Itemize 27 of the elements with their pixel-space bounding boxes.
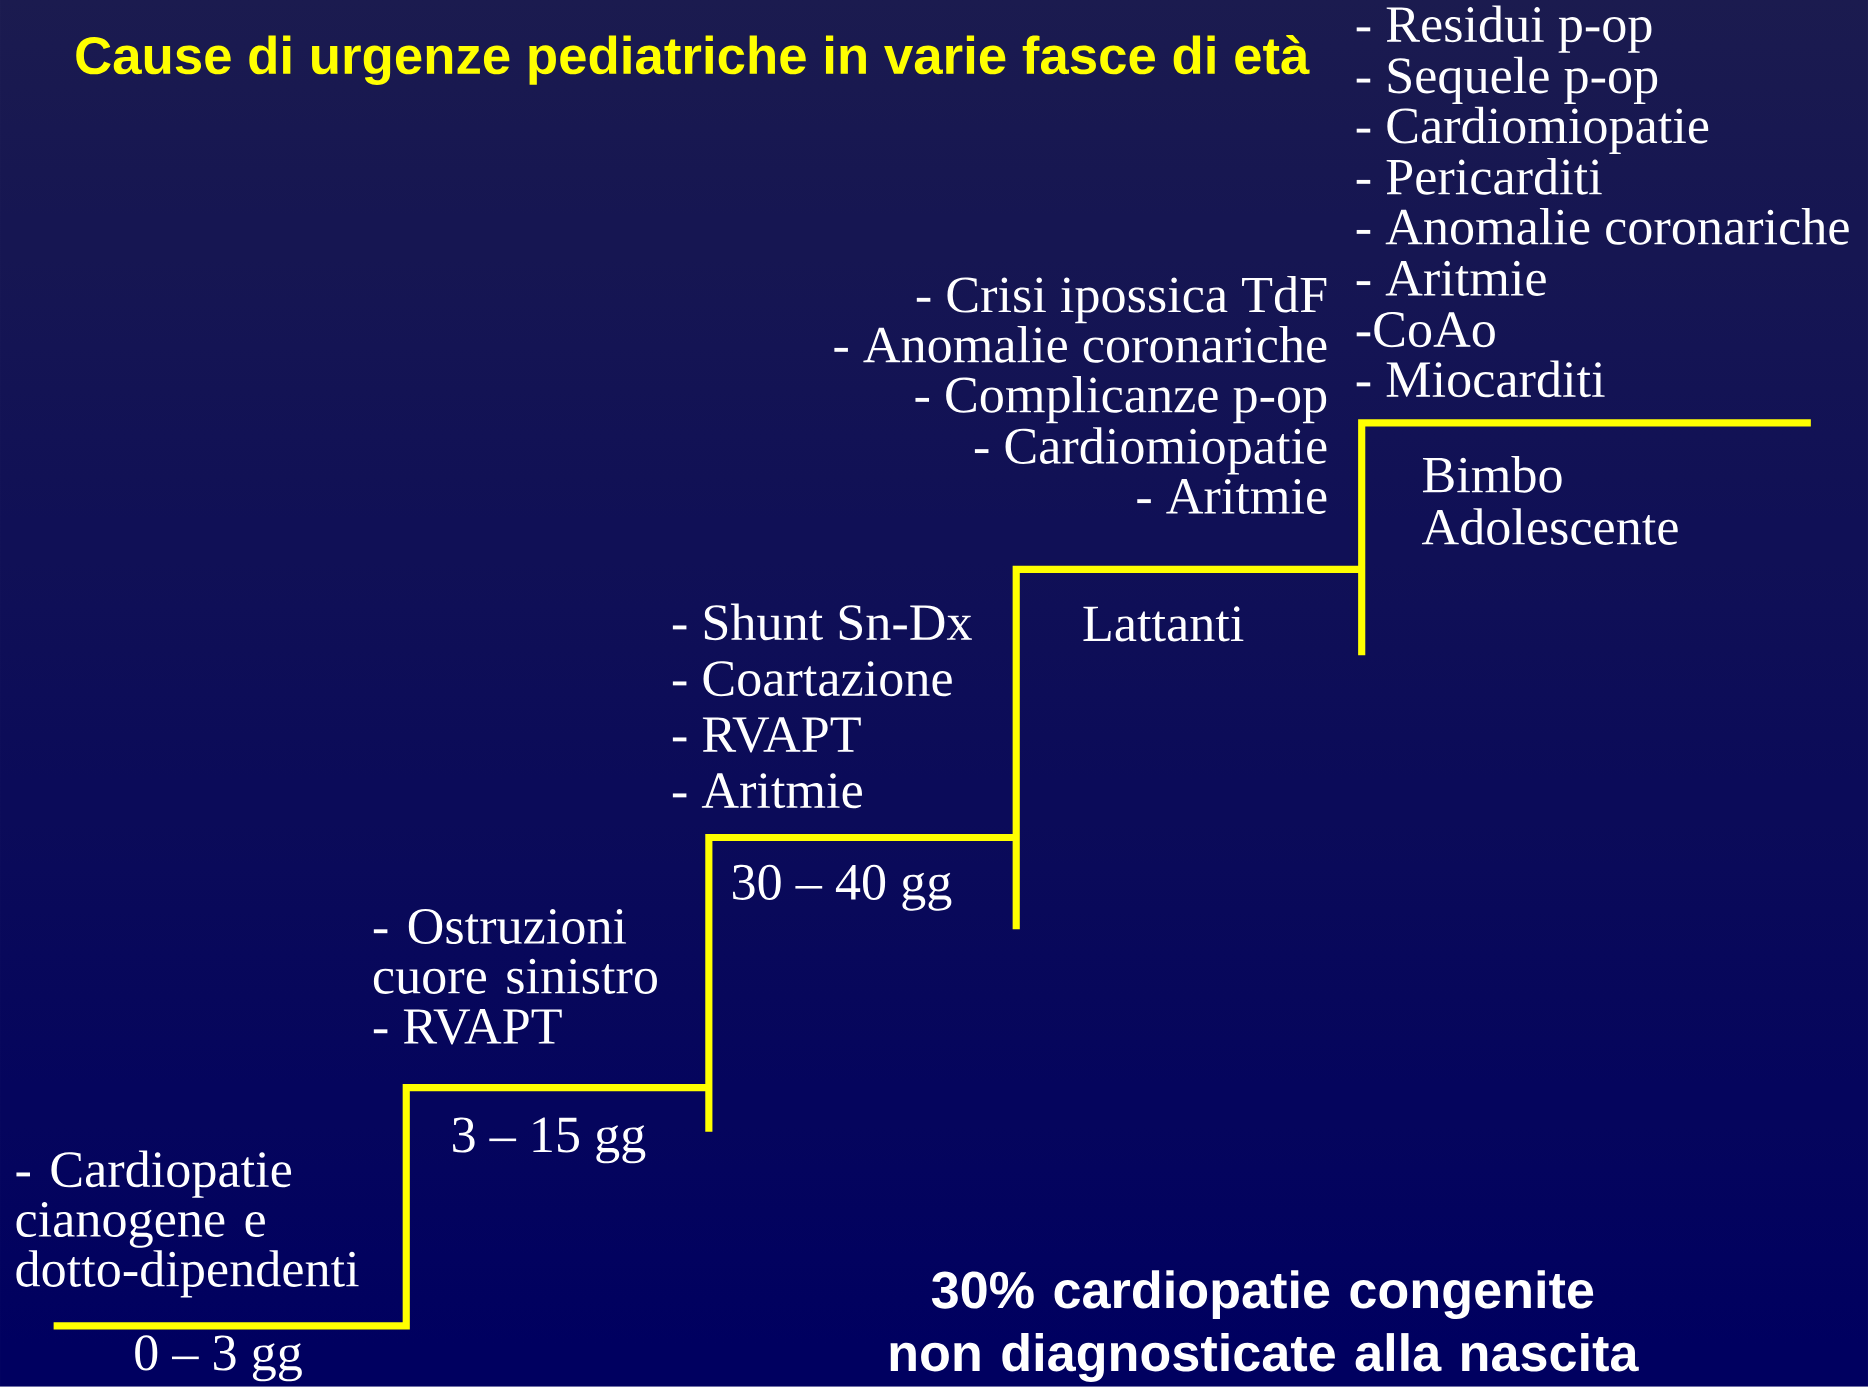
list-item: - Residui p-op <box>1356 5 1652 53</box>
age-label: Bimbo Adolescente <box>1422 456 1678 546</box>
caption: 30% cardiopatie congenite non diagnosticate alla nascita <box>890 1270 1639 1383</box>
list-item: - Sequele p-op <box>1356 56 1658 105</box>
list-item: - Cardiomiopatie <box>974 427 1327 475</box>
title: Cause di urgenze pediatriche in varie fasce di età <box>76 35 1310 86</box>
list-item: - Aritmie <box>1137 479 1327 515</box>
list-item: - RVAPT <box>373 1009 562 1045</box>
list-item: - Shunt Sn-Dx <box>672 603 972 641</box>
list-item: - Ostruzioni cuore sinistro <box>373 909 657 995</box>
age-label: Lattanti <box>1083 606 1244 642</box>
list-item: - Anomalie coronariche <box>1356 208 1849 245</box>
age-label: 30 – 40 gg <box>733 864 952 911</box>
list-item: - Aritmie <box>1356 261 1546 297</box>
list-item: - Anomalie coronariche <box>834 326 1327 363</box>
list-item: -CoAo <box>1356 312 1495 348</box>
list-item: - Pericarditi <box>1356 158 1602 195</box>
list-item: - Complicanze p-op <box>915 376 1327 424</box>
age-label: 3 – 15 gg <box>453 1117 646 1164</box>
list-item: - Coartazione <box>672 661 952 697</box>
age-label: 0 – 3 gg <box>135 1335 302 1382</box>
list-item: - Aritmie <box>672 773 862 809</box>
list-item: - Cardiomiopatie <box>1356 106 1709 155</box>
list-item: - Crisi ipossica TdF <box>916 276 1327 324</box>
list-item: - Cardiopatie cianogene e dotto-dipendenti <box>16 1150 359 1298</box>
list-item: - RVAPT <box>672 717 861 753</box>
list-item: - Miocarditi <box>1356 360 1605 398</box>
